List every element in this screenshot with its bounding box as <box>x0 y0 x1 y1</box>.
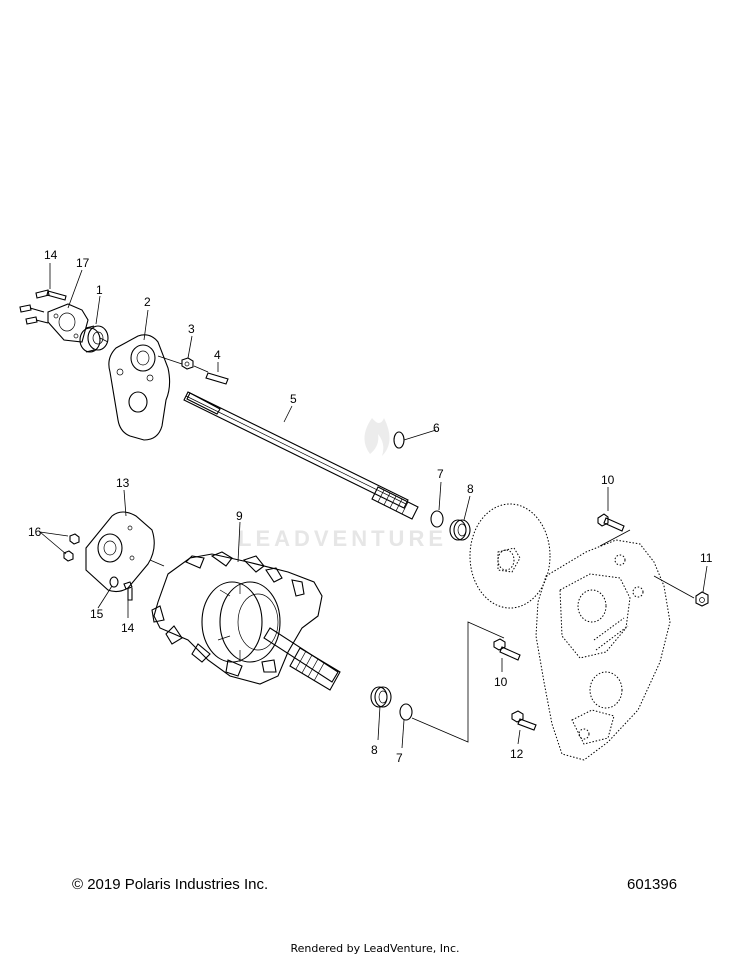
part-14-bolt-lower <box>123 581 133 601</box>
part-9-drive-sprocket <box>151 551 341 691</box>
part-1-bearing <box>79 325 109 353</box>
callout-8-lower: 8 <box>371 743 378 757</box>
callout-4: 4 <box>214 348 221 362</box>
leadventure-watermark-logo: LEADVENTURE <box>238 418 447 551</box>
part-5-shaft <box>183 391 419 520</box>
watermark-text: LEADVENTURE <box>238 526 447 551</box>
gearcase-housing <box>535 539 671 761</box>
part-3-nut <box>181 357 194 370</box>
callout-17: 17 <box>76 256 90 270</box>
copyright-text: © 2019 Polaris Industries Inc. <box>72 876 269 893</box>
brake-disc <box>469 503 551 609</box>
part-13-plate <box>85 511 155 593</box>
callout-6: 6 <box>433 421 440 435</box>
callout-7-top: 7 <box>437 467 444 481</box>
callout-10-top: 10 <box>601 473 615 487</box>
part-7-oring-top <box>430 510 444 528</box>
part-10-bolt-top <box>597 513 625 532</box>
callout-15: 15 <box>90 607 104 621</box>
callout-7-lower: 7 <box>396 751 403 765</box>
rendered-by-text: Rendered by LeadVenture, Inc. <box>290 942 460 955</box>
part-10-bolt-lower <box>493 638 521 661</box>
callout-14-lower: 14 <box>121 621 135 635</box>
callout-labels: 14 17 1 2 3 4 5 6 7 8 10 11 13 16 9 15 1… <box>28 248 713 765</box>
part-14-bolts-top <box>19 289 67 325</box>
part-17-bracket <box>47 303 89 343</box>
part-2-bearing-plate <box>108 334 171 441</box>
part-15-washer <box>109 576 119 588</box>
callout-11: 11 <box>700 551 713 565</box>
callout-3: 3 <box>188 322 195 336</box>
callout-2: 2 <box>144 295 151 309</box>
callout-13: 13 <box>116 476 130 490</box>
callout-8-top: 8 <box>467 482 474 496</box>
part-8-seal-top <box>449 519 471 541</box>
part-16-nuts <box>63 533 80 562</box>
callout-14-top: 14 <box>44 248 58 262</box>
callout-16: 16 <box>28 525 42 539</box>
callout-10-lower: 10 <box>494 675 508 689</box>
diagram-number: 601396 <box>627 876 678 893</box>
callout-1: 1 <box>96 283 103 297</box>
part-4-key <box>205 372 229 385</box>
callout-9: 9 <box>236 509 243 523</box>
part-12-bolt <box>511 710 537 731</box>
part-7-oring-lower <box>399 703 413 721</box>
part-8-seal-lower <box>370 686 392 708</box>
part-6-oring <box>393 431 405 449</box>
callout-5: 5 <box>290 392 297 406</box>
part-11-nut <box>695 591 709 607</box>
callout-12: 12 <box>510 747 524 761</box>
leader-lines <box>39 263 708 749</box>
